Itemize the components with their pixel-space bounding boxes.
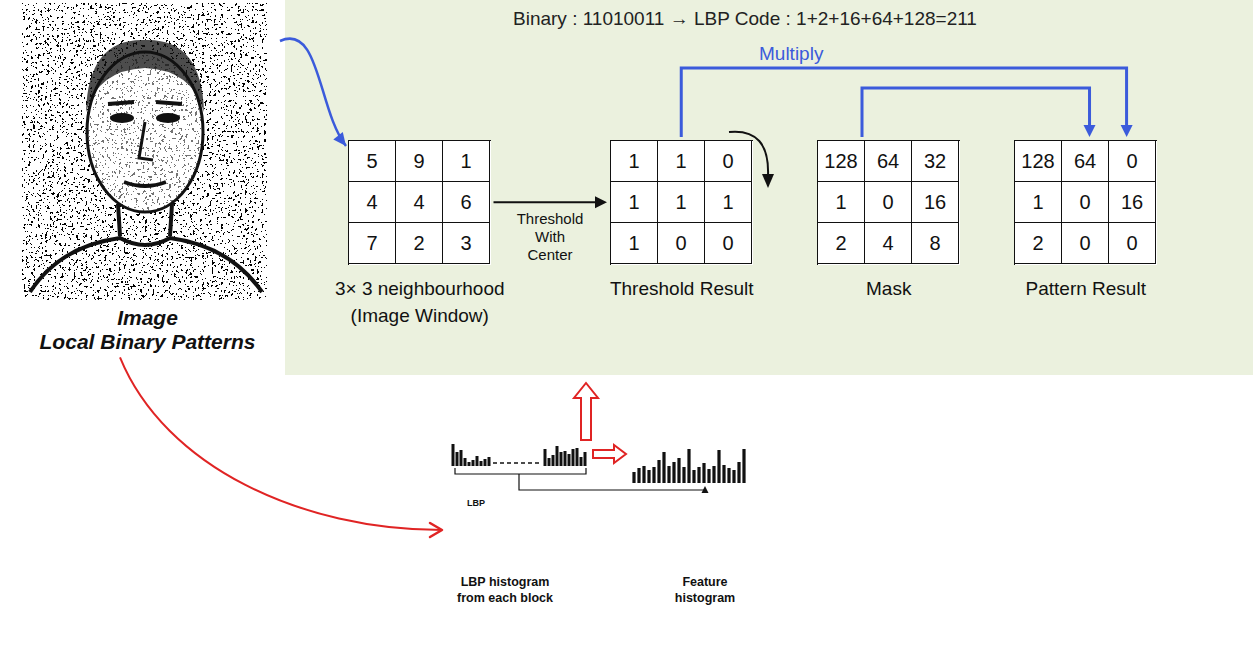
arrow-head (1084, 125, 1096, 137)
matrix-cell: 7 (349, 223, 396, 264)
panel-heading: Binary : 11010011 → LBP Code : 1+2+16+64… (513, 8, 977, 30)
matrix-grid: 12864321016248Mask (817, 140, 960, 265)
connector (280, 39, 346, 146)
matrix-grid: 5914467233× 3 neighbourhood (Image Windo… (348, 140, 491, 265)
connector (862, 88, 1096, 137)
matrix-cell: 0 (658, 223, 705, 264)
matrix-cell: 0 (1062, 182, 1109, 223)
matrix-cell: 5 (349, 141, 396, 182)
arrow-head (430, 523, 442, 537)
grid-caption: Mask (779, 275, 999, 303)
matrix-cell: 16 (1109, 182, 1156, 223)
histogram-box: LBP LBP histogram from each block (445, 442, 591, 614)
matrix-cell: 32 (912, 141, 959, 182)
matrix-cell: 0 (1062, 223, 1109, 264)
connector-line (862, 88, 1090, 137)
matrix-cell: 1 (611, 141, 658, 182)
matrix-cell: 64 (865, 141, 912, 182)
image-box: ImageLocal Binary Patterns (15, 3, 280, 354)
matrix-cell: 4 (865, 223, 912, 264)
matrix-cell: 4 (396, 182, 443, 223)
matrix-cell: 1 (443, 141, 490, 182)
lbp-texture (22, 3, 267, 300)
matrix-grid: 110111100Threshold Result (610, 140, 753, 265)
matrix-cell: 3 (443, 223, 490, 264)
matrix-cell: 0 (1109, 141, 1156, 182)
arrow-head (333, 132, 346, 146)
neck (118, 204, 172, 236)
connector (593, 445, 626, 463)
connector-line (681, 68, 1126, 137)
histogram-bars (453, 444, 489, 466)
image-caption: Image (15, 306, 280, 330)
matrix-cell: 0 (865, 182, 912, 223)
matrix-cell: 0 (705, 223, 752, 264)
connector (681, 68, 1132, 137)
matrix-cell: 6 (443, 182, 490, 223)
left-eye (110, 113, 134, 123)
matrix-cell: 1 (1015, 182, 1062, 223)
hair (86, 40, 204, 112)
matrix-cell: 128 (1015, 141, 1062, 182)
histogram-caption: Feature histogram (669, 575, 741, 606)
matrix-cell: 8 (912, 223, 959, 264)
hollow-arrow (574, 383, 598, 440)
feature-histogram-bars (634, 449, 744, 483)
matrix-cell: 4 (349, 182, 396, 223)
scan-order-head (762, 174, 774, 188)
edge-label: Multiply (759, 43, 823, 65)
connector-line (519, 474, 705, 492)
connector (574, 383, 598, 440)
shoulders (30, 238, 262, 292)
grid-caption: Threshold Result (572, 275, 792, 303)
matrix-cell: 9 (396, 141, 443, 182)
grid-caption: Pattern Result (976, 275, 1196, 303)
matrix-cell: 0 (1109, 223, 1156, 264)
connector (494, 196, 608, 208)
connector-line (280, 39, 346, 146)
panel-fill (285, 0, 1253, 375)
histogram-caption: LBP histogram from each block (455, 575, 555, 606)
matrix-cell: 1 (658, 182, 705, 223)
hollow-arrow (593, 445, 626, 463)
matrix-cell: 128 (818, 141, 865, 182)
image-caption: Local Binary Patterns (15, 330, 280, 354)
grid-caption: 3× 3 neighbourhood (Image Window) (320, 275, 520, 330)
mouth (124, 182, 166, 186)
eyebrows (108, 102, 182, 104)
histogram-bars (545, 446, 585, 466)
matrix-grid: 1286401016200Pattern Result (1014, 140, 1157, 265)
matrix-cell: 1 (705, 182, 752, 223)
arrow-head (702, 486, 709, 493)
arrow-head (1121, 125, 1133, 137)
matrix-cell: 16 (912, 182, 959, 223)
histogram-dots (493, 462, 542, 464)
connector-line (494, 201, 598, 203)
matrix-cell: 1 (611, 182, 658, 223)
matrix-cell: 2 (818, 223, 865, 264)
matrix-cell: 2 (1015, 223, 1062, 264)
nose (139, 122, 153, 160)
histogram-tag: LBP (467, 498, 485, 508)
right-eye (156, 113, 180, 123)
edge-label: Threshold With Center (513, 210, 587, 264)
bracket (455, 468, 586, 474)
matrix-cell: 2 (396, 223, 443, 264)
matrix-cell: 1 (658, 141, 705, 182)
matrix-cell: 1 (818, 182, 865, 223)
arrow-head (595, 196, 607, 208)
matrix-cell: 64 (1062, 141, 1109, 182)
connector (120, 357, 442, 537)
connector-line (120, 357, 442, 530)
histogram-box: Feature histogram (628, 442, 783, 614)
matrix-cell: 0 (705, 141, 752, 182)
matrix-cell: 1 (611, 223, 658, 264)
connector (519, 474, 709, 493)
